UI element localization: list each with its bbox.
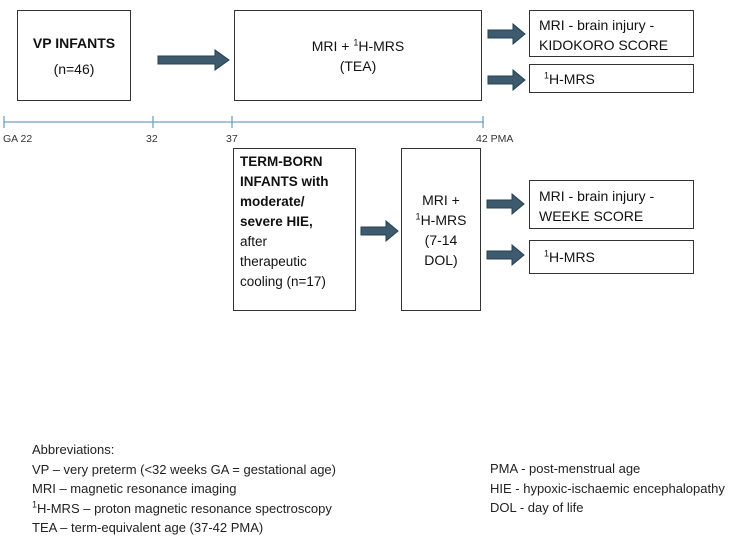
mri-dol-line2: 1H-MRS	[415, 210, 467, 228]
abbreviations-right: PMA - post-menstrual age HIE - hypoxic-i…	[490, 459, 725, 518]
top-hmrs-label: 1H-MRS	[544, 70, 595, 87]
kidokoro-score-box: MRI - brain injury - KIDOKORO SCORE	[529, 10, 694, 57]
weeke-line2: WEEKE SCORE	[539, 208, 644, 224]
arrow-term-to-mri	[360, 220, 399, 242]
term-born-line5: after	[240, 234, 268, 249]
arrow-mri-to-hmrs	[487, 69, 526, 91]
abbr-hmrs: 1H-MRS – proton magnetic resonance spect…	[32, 499, 332, 516]
abbr-tea: TEA – term-equivalent age (37-42 PMA)	[32, 520, 264, 535]
weeke-score-box: MRI - brain injury - WEEKE SCORE	[529, 180, 694, 229]
mri-tea-line2: (TEA)	[339, 57, 377, 74]
bottom-hmrs-box: 1H-MRS	[529, 240, 694, 274]
abbr-hie: HIE - hypoxic-ischaemic encephalopathy	[490, 480, 725, 496]
vp-infants-title: VP INFANTS	[32, 34, 116, 51]
tick-label-ga22: GA 22	[3, 133, 33, 145]
mri-dol-line3: (7-14	[424, 231, 458, 248]
arrow-vp-to-mri	[157, 49, 230, 71]
term-born-line2: INFANTS with	[240, 174, 329, 189]
term-born-line6: therapeutic	[240, 254, 307, 269]
vp-infants-box: VP INFANTS (n=46)	[17, 10, 131, 101]
abbr-pma: PMA - post-menstrual age	[490, 461, 641, 476]
term-born-line3: moderate/	[240, 194, 305, 209]
term-born-box: TERM-BORN INFANTS with moderate/ severe …	[233, 148, 356, 311]
abbreviations-left: Abbreviations: VP – very preterm (<32 we…	[32, 440, 336, 538]
arrow-mri-to-weeke	[486, 193, 525, 215]
timeline	[3, 116, 484, 128]
abbr-vp: VP – very preterm (<32 weeks GA = gestat…	[32, 461, 336, 477]
top-hmrs-box: 1H-MRS	[529, 64, 694, 93]
term-born-line1: TERM-BORN	[240, 154, 323, 169]
abbr-dol: DOL - day of life	[490, 500, 584, 515]
kidokoro-line1: MRI - brain injury -	[539, 17, 655, 33]
mri-tea-line1: MRI + 1H-MRS	[311, 36, 405, 54]
weeke-line1: MRI - brain injury -	[539, 188, 655, 204]
mri-dol-box: MRI + 1H-MRS (7-14 DOL)	[401, 148, 481, 311]
tick-label-37: 37	[226, 133, 238, 145]
arrow-mri-to-kidokoro	[487, 23, 526, 45]
term-born-line4: severe HIE,	[240, 214, 313, 229]
term-born-line7: cooling (n=17)	[240, 274, 326, 289]
bottom-hmrs-label: 1H-MRS	[544, 248, 595, 265]
abbr-mri: MRI – magnetic resonance imaging	[32, 481, 237, 496]
kidokoro-line2: KIDOKORO SCORE	[539, 37, 669, 53]
arrow-mri-to-bottom-hmrs	[486, 244, 525, 266]
abbreviations-heading: Abbreviations:	[32, 442, 115, 457]
tick-label-32: 32	[146, 133, 158, 145]
mri-tea-box: MRI + 1H-MRS (TEA)	[234, 10, 482, 101]
vp-infants-count: (n=46)	[53, 60, 95, 77]
tick-label-42pma: 42 PMA	[476, 133, 514, 145]
mri-dol-line4: DOL)	[424, 251, 458, 268]
mri-dol-line1: MRI +	[422, 191, 460, 208]
